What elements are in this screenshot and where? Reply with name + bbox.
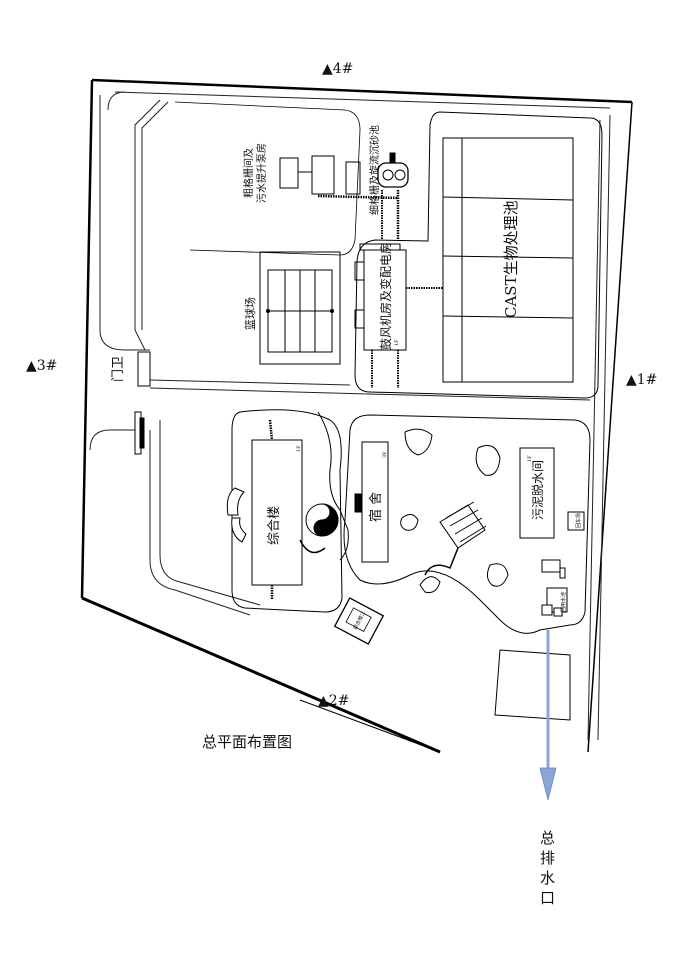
road-network (89, 91, 611, 741)
treatment-zone (354, 111, 603, 399)
label-dorm-floor: 3F (382, 451, 388, 458)
outfall-char: 水 (540, 869, 555, 887)
outfall-label: 总 排 水 口 (540, 829, 555, 907)
outfall-char: 口 (540, 889, 555, 907)
label-sludge-floor: 1F (527, 455, 533, 462)
label-sludge: 污泥脱水间 (530, 460, 545, 520)
marker-east: ▲1# (626, 372, 657, 388)
basketball-court (259, 251, 341, 365)
label-gate-guard: 门卫 (111, 356, 126, 382)
marker-south: ▲2# (318, 693, 349, 709)
label-floor-1f: 1F (394, 339, 400, 346)
gate-guard-building (134, 351, 151, 455)
outfall-char: 总 (540, 829, 555, 847)
dorm-zone (343, 414, 591, 721)
marker-north: ▲4# (322, 61, 353, 77)
label-complex: 综合楼 (267, 506, 282, 545)
label-grille-pump-line2: 污水提升泵房 (255, 143, 268, 203)
label-basketball: 篮球场 (243, 297, 257, 330)
outfall-arrow-icon (539, 630, 557, 801)
label-grille-pump-line1: 粗格栅间及 (242, 148, 255, 198)
label-complex-floor: 1F (296, 445, 302, 452)
outfall-char: 排 (540, 849, 555, 867)
marker-west: ▲3# (26, 358, 57, 374)
label-small-east: 回车场 (575, 513, 582, 528)
label-blower: 鼓风机房及变配电房 (378, 242, 393, 350)
label-small-south: 回用水池 (560, 592, 567, 612)
site-boundary (80, 78, 633, 754)
small-building (333, 597, 385, 645)
label-fine-grille: 细格栅及旋流沉砂池 (368, 125, 381, 215)
label-cast-tank: CAST生物处理池 (502, 200, 520, 318)
pretreatment-zone (174, 101, 409, 256)
diagram-title: 总平面布置图 (202, 733, 292, 751)
label-dorm: 宿 舍 (368, 492, 384, 522)
office-zone (226, 409, 349, 613)
